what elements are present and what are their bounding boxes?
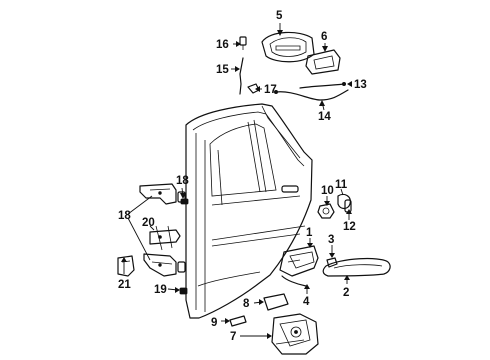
control-rod-13 [299, 83, 345, 89]
callout-19-upper: 18 [176, 175, 189, 187]
callout-17: 17 [264, 84, 277, 96]
callout-5: 5 [276, 10, 283, 22]
handle-rod-4 [281, 275, 307, 287]
lock-cylinder-10 [317, 203, 335, 219]
lower-hinge [143, 253, 186, 277]
lock-pin-9 [229, 315, 247, 327]
callout-19-lower: 19 [154, 284, 167, 296]
upper-hinge [139, 183, 186, 205]
callout-labels: 5 6 16 15 17 13 14 18 18 20 21 19 10 11 … [118, 10, 367, 343]
lock-button-16 [239, 36, 247, 50]
callout-18: 18 [118, 210, 131, 222]
callout-6: 6 [321, 31, 327, 43]
lock-rod-15 [239, 57, 244, 95]
callout-20: 20 [142, 217, 155, 229]
callout-14: 14 [318, 111, 331, 123]
trim-plate-6 [305, 49, 341, 75]
callout-4: 4 [303, 296, 310, 308]
leader-lines [121, 23, 352, 339]
plug-19-lower [179, 287, 188, 295]
callout-1: 1 [306, 227, 313, 239]
callout-9: 9 [211, 317, 217, 329]
handle-housing-5 [261, 31, 315, 63]
control-cable-14 [275, 89, 349, 101]
plug-19-upper [180, 198, 189, 205]
outside-handle-1 [279, 245, 319, 277]
handle-cover-2 [322, 257, 391, 277]
door-lock-7 [271, 313, 319, 355]
bracket-21 [117, 255, 135, 277]
retainer-11 [337, 193, 351, 210]
callout-13: 13 [354, 79, 367, 91]
rear-door-shell [185, 103, 313, 319]
callout-12: 12 [343, 221, 356, 233]
callout-15: 15 [216, 64, 229, 76]
callout-8: 8 [243, 298, 250, 310]
callout-3: 3 [328, 234, 334, 246]
rod-end-14 [273, 90, 278, 95]
callout-11: 11 [335, 179, 348, 191]
callout-21: 21 [118, 279, 131, 291]
rod-end-13 [341, 82, 346, 87]
callout-2: 2 [343, 287, 349, 299]
lock-actuator-8 [263, 293, 289, 311]
door-check [149, 225, 181, 251]
callout-10: 10 [321, 185, 334, 197]
callout-16: 16 [216, 39, 229, 51]
callout-7: 7 [230, 331, 236, 343]
